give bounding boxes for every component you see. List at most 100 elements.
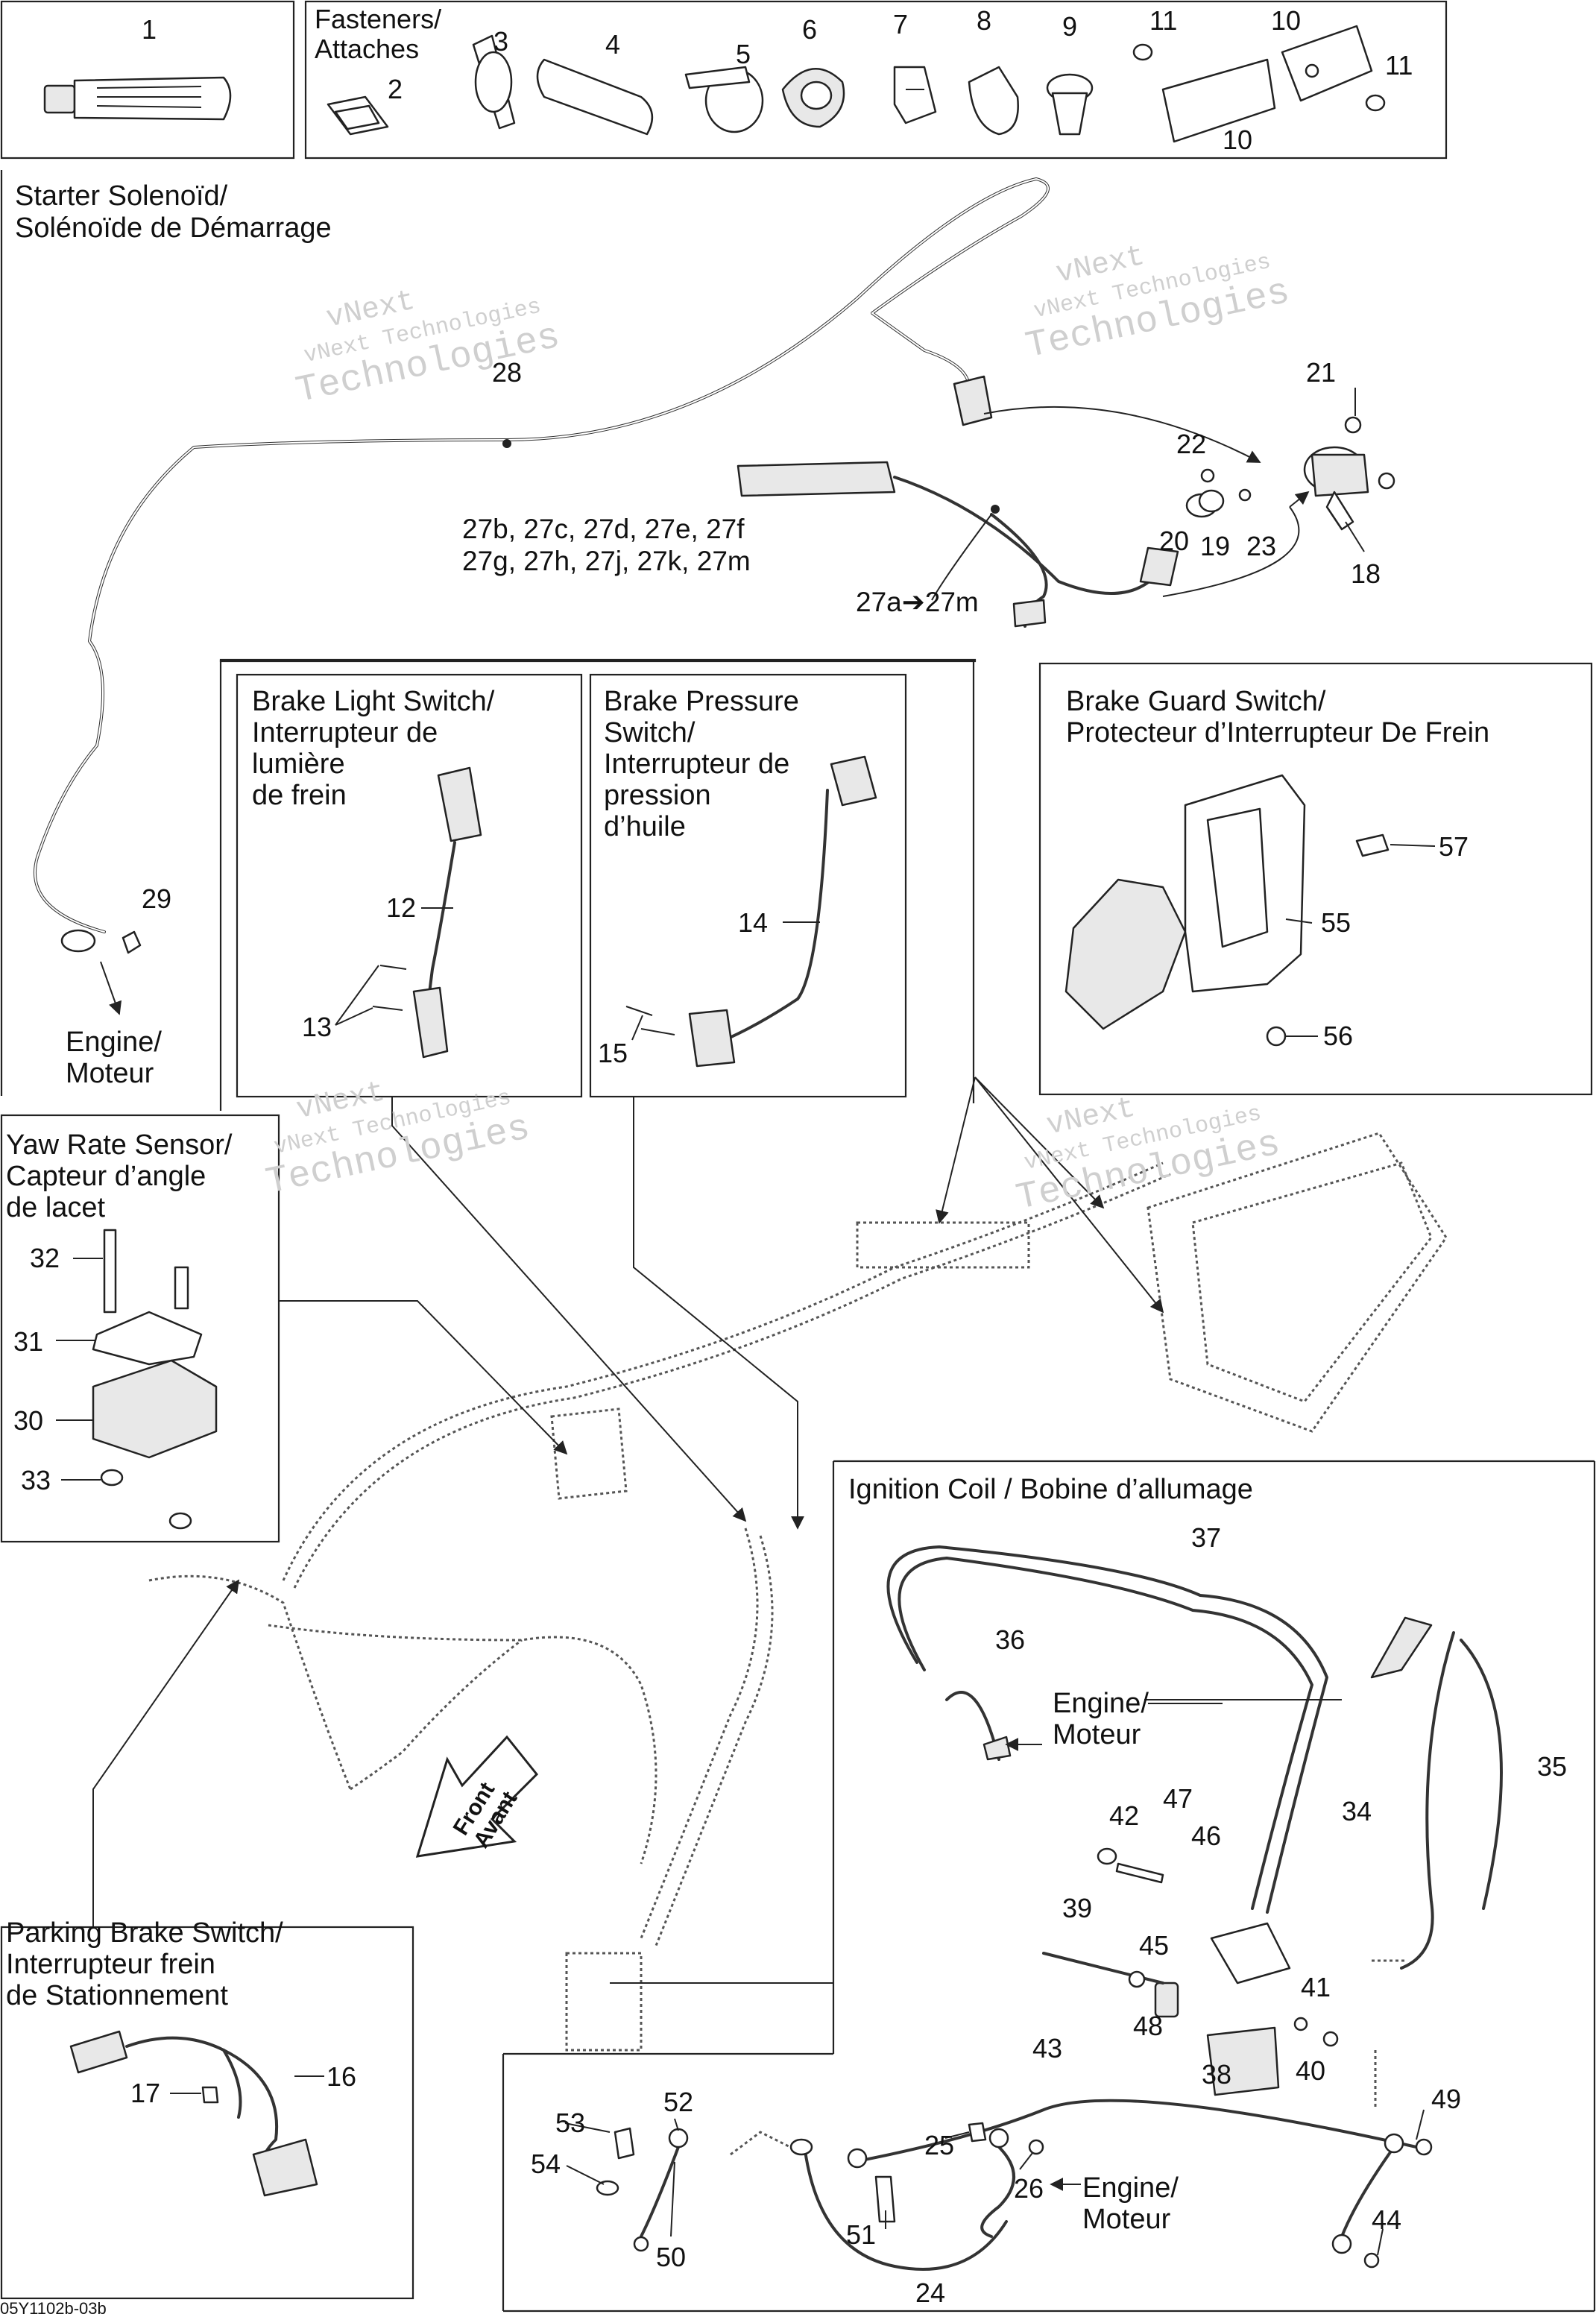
- brake-pressure-title-line1: Brake Pressure: [604, 686, 799, 717]
- harness-parts-line2: 27g, 27h, 27j, 27k, 27m: [462, 546, 751, 576]
- callout-21: 21: [1306, 357, 1336, 388]
- callout-29: 29: [142, 883, 171, 914]
- callout-32: 32: [30, 1243, 60, 1273]
- callout-52: 52: [663, 2087, 693, 2117]
- callout-1: 1: [142, 14, 157, 45]
- brake-guard-title-line2: Protecteur d’Interrupteur De Frein: [1066, 717, 1489, 748]
- figure-code: 05Y1102b-03b: [0, 2299, 107, 2317]
- cable-terminal-icon: [953, 375, 993, 426]
- brake-guard-box: [1038, 662, 1593, 1096]
- callout-54: 54: [531, 2149, 561, 2179]
- push-pin-icon: [1046, 73, 1094, 136]
- sleeve-icon: [536, 58, 654, 136]
- callout-15: 15: [598, 1038, 628, 1068]
- brake-pressure-title-line3: Interrupteur de: [604, 748, 789, 780]
- callout-49: 49: [1431, 2084, 1461, 2114]
- yaw-title-line2: Capteur d’angle: [6, 1161, 206, 1192]
- nut-icon: [1132, 43, 1386, 112]
- clip-icon: [327, 95, 389, 136]
- ignition-title: Ignition Coil / Bobine d’allumage: [848, 1474, 1253, 1505]
- callout-18: 18: [1351, 558, 1381, 589]
- engine-label-3b: Moteur: [1082, 2204, 1171, 2235]
- engine-label-2b: Moteur: [1053, 1719, 1141, 1750]
- ground-cables: [596, 2099, 1433, 2271]
- harness-parts-line1: 27b, 27c, 27d, 27e, 27f: [462, 514, 745, 544]
- brake-pressure-title-line2: Switch/: [604, 717, 696, 748]
- main-harness-overview: [148, 1132, 1448, 2052]
- harness-range-label: 27a➔27m: [856, 587, 979, 617]
- callout-20: 20: [1159, 526, 1189, 556]
- callout-23: 23: [1246, 531, 1276, 561]
- front-arrow-icon: [415, 1735, 539, 1858]
- fasteners-box: [304, 0, 1448, 160]
- callout-44: 44: [1372, 2204, 1401, 2235]
- callout-37: 37: [1191, 1522, 1221, 1553]
- parking-brake-box: [0, 1926, 414, 2300]
- callout-10a: 10: [1271, 5, 1301, 36]
- brake-light-title-line3: lumière: [252, 748, 345, 780]
- callout-56: 56: [1323, 1021, 1353, 1051]
- nut-icon: [122, 930, 142, 954]
- callout-40: 40: [1296, 2055, 1325, 2086]
- callout-41: 41: [1301, 1972, 1331, 2002]
- callout-43: 43: [1032, 2033, 1062, 2064]
- callout-55: 55: [1321, 907, 1351, 938]
- callout-47: 47: [1163, 1783, 1193, 1814]
- bracket-clip-icon: [893, 66, 937, 124]
- parking-brake-switch-icon: [69, 2030, 318, 2197]
- callout-48: 48: [1133, 2011, 1163, 2041]
- callout-3: 3: [493, 26, 508, 57]
- engine-label-1b: Moteur: [66, 1058, 154, 1089]
- callout-38: 38: [1202, 2059, 1231, 2090]
- callout-5: 5: [736, 39, 751, 69]
- engine-label-1a: Engine/: [66, 1027, 162, 1058]
- brake-light-title-line2: Interrupteur de: [252, 717, 438, 748]
- parking-title-line2: Interrupteur frein: [6, 1949, 215, 1980]
- fasteners-header-line1: Fasteners/: [315, 4, 441, 34]
- callout-16: 16: [327, 2061, 356, 2092]
- callout-34: 34: [1342, 1796, 1372, 1826]
- cable-tag-dot: [502, 439, 511, 448]
- engine-label-2a: Engine/: [1053, 1688, 1149, 1719]
- yaw-title-line3: de lacet: [6, 1192, 106, 1223]
- callout-45: 45: [1139, 1930, 1169, 1961]
- callout-26: 26: [1014, 2173, 1044, 2204]
- callout-8: 8: [977, 5, 991, 36]
- callout-6: 6: [802, 14, 817, 45]
- callout-25: 25: [924, 2130, 954, 2160]
- callout-50: 50: [656, 2242, 686, 2272]
- callout-19: 19: [1200, 531, 1230, 561]
- callout-28: 28: [492, 357, 522, 388]
- yaw-title-line1: Yaw Rate Sensor/: [6, 1129, 233, 1161]
- brake-pressure-switch-box: [589, 673, 907, 1098]
- callout-31: 31: [13, 1326, 43, 1357]
- callout-2: 2: [388, 74, 403, 104]
- callout-57: 57: [1439, 831, 1469, 862]
- callout-36: 36: [995, 1624, 1025, 1655]
- lubricant-tube-icon: [43, 76, 232, 121]
- lubricant-box: [0, 0, 295, 160]
- parking-title-line3: de Stationnement: [6, 1980, 228, 2011]
- brake-light-switch-box: [236, 673, 583, 1098]
- starter-title-line2: Solénoïde de Démarrage: [15, 212, 332, 244]
- clamp-tie-icon: [684, 66, 764, 133]
- callout-46: 46: [1191, 1820, 1221, 1851]
- solenoid-icon: [1185, 416, 1395, 531]
- callout-11b: 11: [1385, 50, 1413, 81]
- callout-7: 7: [893, 9, 908, 40]
- solenoid-harness: [737, 461, 1179, 628]
- brake-light-title-line1: Brake Light Switch/: [252, 686, 495, 717]
- brake-pressure-title-line4: pression: [604, 780, 711, 811]
- callout-35: 35: [1537, 1751, 1567, 1782]
- callout-4: 4: [605, 29, 620, 60]
- brake-light-switch-icon: [372, 766, 482, 1059]
- callout-24: 24: [915, 2277, 945, 2308]
- callout-51: 51: [846, 2219, 876, 2250]
- brake-guard-title-line1: Brake Guard Switch/: [1066, 686, 1326, 717]
- callout-53: 53: [555, 2108, 585, 2138]
- callout-9: 9: [1062, 11, 1077, 42]
- brake-light-title-line4: de frein: [252, 780, 347, 811]
- yaw-sensor-box: [0, 1114, 280, 1543]
- starter-title-line1: Starter Solenoïd/: [15, 180, 228, 212]
